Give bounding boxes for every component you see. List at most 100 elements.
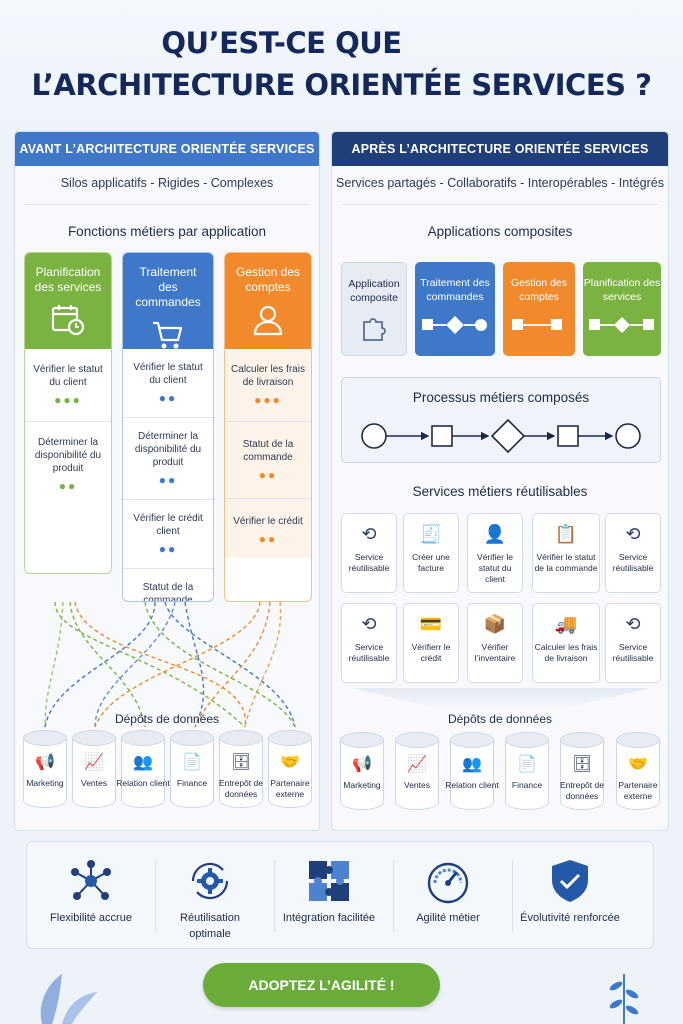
status-dots: ●●● — [254, 393, 282, 407]
title-line-2: L’ARCHITECTURE ORIENTÉE SERVICES ? — [31, 68, 652, 102]
flow-icon — [422, 316, 487, 334]
document-icon: 📄 — [182, 754, 202, 771]
item-text: Statut de la commande — [242, 439, 294, 463]
status-dots: ●●● — [54, 393, 82, 407]
list-item: Déterminer la disponibilité du produit ●● — [25, 422, 111, 505]
list-item: Statut de la commande●● — [225, 422, 311, 499]
funnel-shadow — [352, 688, 650, 710]
chart-icon: 📈 — [84, 754, 104, 771]
divider — [155, 860, 156, 932]
app-traitement-commandes: Traitement des commandes — [415, 262, 495, 356]
app-composite: Application composite — [341, 262, 407, 356]
network-icon — [71, 860, 111, 900]
people-icon: 👥 — [133, 754, 153, 771]
benefit-integration: Intégration facilitée — [279, 852, 379, 926]
datastore-ventes: 📈Ventes — [395, 732, 439, 814]
benefit-evolutivite: Évolutivité renforcée — [520, 852, 620, 926]
item-text: Vérifier le crédit client — [133, 513, 203, 537]
process-flow-diagram — [361, 418, 641, 454]
status-dots: ●● — [158, 542, 178, 556]
after-panel: APRÈS L’ARCHITECTURE ORIENTÉE SERVICES S… — [331, 131, 669, 831]
column-title: Traitement des commandes — [135, 265, 201, 309]
item-text: Déterminer la disponibilité du produit — [34, 437, 102, 474]
tangled-connections — [44, 602, 296, 728]
list-item: Vérifier le crédit client ●● — [123, 500, 213, 569]
user-check-icon: 👤 — [483, 524, 507, 544]
truck-icon: 🚚 — [554, 614, 578, 634]
divider — [342, 204, 658, 205]
people-icon: 👥 — [462, 756, 482, 773]
column-header: Traitement des commandes — [123, 253, 213, 349]
benefits-bar: Flexibilité accrue Réutilisation optimal… — [26, 841, 654, 949]
app-column-commandes: Traitement des commandes Vérifier le sta… — [122, 252, 214, 602]
datastore-ventes: 📈Ventes — [72, 730, 116, 812]
service-card: ⟲Service réutilisable — [341, 603, 397, 683]
calendar-icon — [51, 305, 85, 336]
list-item: Déterminer la disponibilité du produit ●● — [123, 418, 213, 500]
user-icon — [253, 305, 283, 336]
service-card: 🚚Calculer les frais de livraison — [532, 603, 600, 683]
app-planification-services: Planification des services — [583, 262, 661, 356]
process-box: Processus métiers composés — [341, 377, 661, 463]
list-item: Calculer les frais de livraison ●●● — [225, 349, 311, 422]
benefit-flexibilite: Flexibilité accrue — [41, 852, 141, 926]
service-card: ⟲Service réutilisable — [605, 513, 661, 593]
benefit-agilite: Agilité métier — [398, 852, 498, 926]
status-dots: ●● — [58, 479, 78, 493]
divider — [25, 204, 309, 205]
datastore-marketing: 📢Marketing — [23, 730, 67, 812]
item-text: Déterminer la disponibilité du produit — [134, 431, 202, 468]
datastore-partenaire: 🤝Partenaire externe — [616, 732, 660, 814]
header-background — [0, 0, 683, 130]
database-icon: 🗄 — [230, 754, 252, 771]
after-datastores-title: Dépôts de données — [447, 712, 553, 726]
gear-icon — [191, 862, 229, 900]
app-gestion-comptes: Gestion des comptes — [503, 262, 575, 356]
card-icon: 💳 — [419, 614, 443, 634]
item-text: Vérifier le statut du client — [133, 362, 203, 386]
megaphone-icon: 📢 — [35, 754, 55, 771]
before-subtitle: Silos applicatifs - Rigides - Complexes — [60, 176, 274, 190]
datastore-relation-client: 👥Relation client — [116, 730, 170, 812]
refresh-icon: ⟲ — [625, 614, 641, 634]
divider — [274, 860, 275, 932]
refresh-icon: ⟲ — [361, 614, 377, 634]
document-icon: 🧾 — [419, 524, 443, 544]
service-card: 📋Vérifier le statut de la commande — [532, 513, 600, 593]
datastore-entrepot: 🗄Entrepôt de données — [219, 730, 263, 812]
datastore-finance: 📄Finance — [170, 730, 214, 812]
after-subtitle: Services partagés - Collaboratifs - Inte… — [336, 176, 664, 190]
status-dots: ●● — [258, 532, 278, 546]
apps-title: Applications composites — [427, 224, 573, 239]
column-title: Planification des services — [34, 265, 102, 294]
plant-decoration-left — [40, 974, 97, 1024]
before-header: AVANT L’ARCHITECTURE ORIENTÉE SERVICES — [15, 132, 319, 166]
flow-icon — [512, 319, 562, 330]
list-item: Vérifier le crédit ●● — [225, 499, 311, 558]
page-title: QU’EST-CE QUE L’ARCHITECTURE ORIENTÉE SE… — [0, 22, 683, 106]
handshake-icon: 🤝 — [628, 756, 648, 773]
before-panel: AVANT L’ARCHITECTURE ORIENTÉE SERVICES S… — [14, 131, 320, 831]
puzzle-icon — [363, 318, 386, 341]
service-card: 👤Vérifier le statut du client — [467, 513, 523, 593]
chart-icon: 📈 — [407, 756, 427, 773]
datastore-entrepot: 🗄Entrepôt de données — [560, 732, 604, 814]
item-text: Vérifier le crédit — [233, 516, 303, 527]
item-text: Calculer les frais de livraison — [231, 364, 305, 388]
services-title: Services métiers réutilisables — [412, 484, 588, 499]
column-body: Calculer les frais de livraison ●●● Statu… — [225, 349, 311, 558]
refresh-icon: ⟲ — [625, 524, 641, 544]
item-text: Vérifier le statut du client — [33, 364, 103, 388]
status-dots: ●● — [158, 473, 178, 487]
divider — [393, 860, 394, 932]
plant-decoration-right — [609, 974, 639, 1024]
list-item: Statut de la commande● — [123, 569, 213, 601]
column-body: Vérifier le statut du client ●● Détermine… — [123, 349, 213, 601]
column-header: Gestion des comptes — [225, 253, 311, 349]
refresh-icon: ⟲ — [361, 524, 377, 544]
before-datastores-title: Dépôts de données — [114, 712, 220, 726]
service-card: 📦Vérifier l’inventaire — [467, 603, 523, 683]
datastore-relation-client: 👥Relation client — [445, 732, 499, 814]
adopt-agility-button[interactable]: ADOPTEZ L’AGILITÉ ! — [203, 963, 440, 1007]
puzzle-icon — [309, 861, 349, 901]
